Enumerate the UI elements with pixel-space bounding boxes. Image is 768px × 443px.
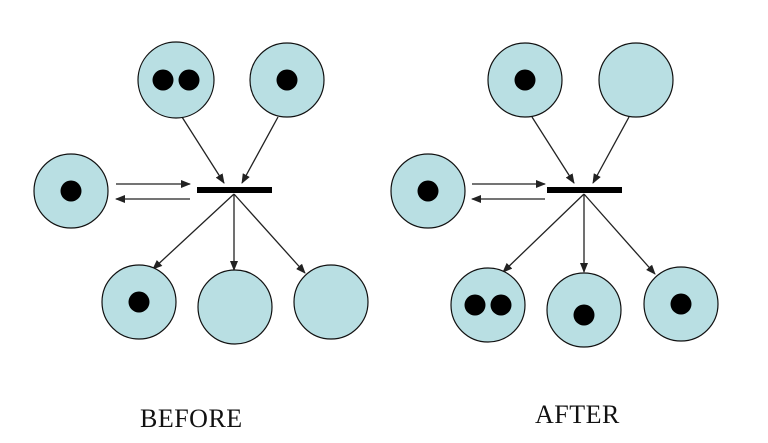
token: [152, 69, 174, 91]
token: [417, 180, 439, 202]
before-panel: [33, 41, 369, 345]
before-caption: BEFORE: [140, 404, 243, 433]
token: [276, 69, 298, 91]
place-top-right: [598, 42, 674, 118]
place-top-left: [137, 41, 215, 119]
place-bottom-right: [293, 264, 369, 340]
token: [464, 294, 486, 316]
input-arc: [592, 116, 630, 184]
output-arc: [152, 193, 235, 270]
token: [573, 304, 595, 326]
input-arc: [531, 116, 575, 184]
token: [514, 69, 536, 91]
output-arc: [233, 193, 306, 274]
output-arc: [583, 193, 656, 275]
place-bottom-middle: [197, 269, 273, 345]
input-arc: [241, 116, 279, 184]
token: [128, 291, 150, 313]
token: [60, 180, 82, 202]
token: [490, 294, 512, 316]
after-panel: [390, 42, 719, 348]
place-bottom-left: [450, 267, 526, 343]
after-caption: AFTER: [535, 400, 620, 429]
output-arc: [502, 193, 585, 273]
token: [670, 293, 692, 315]
token: [178, 69, 200, 91]
input-arc: [181, 116, 225, 184]
